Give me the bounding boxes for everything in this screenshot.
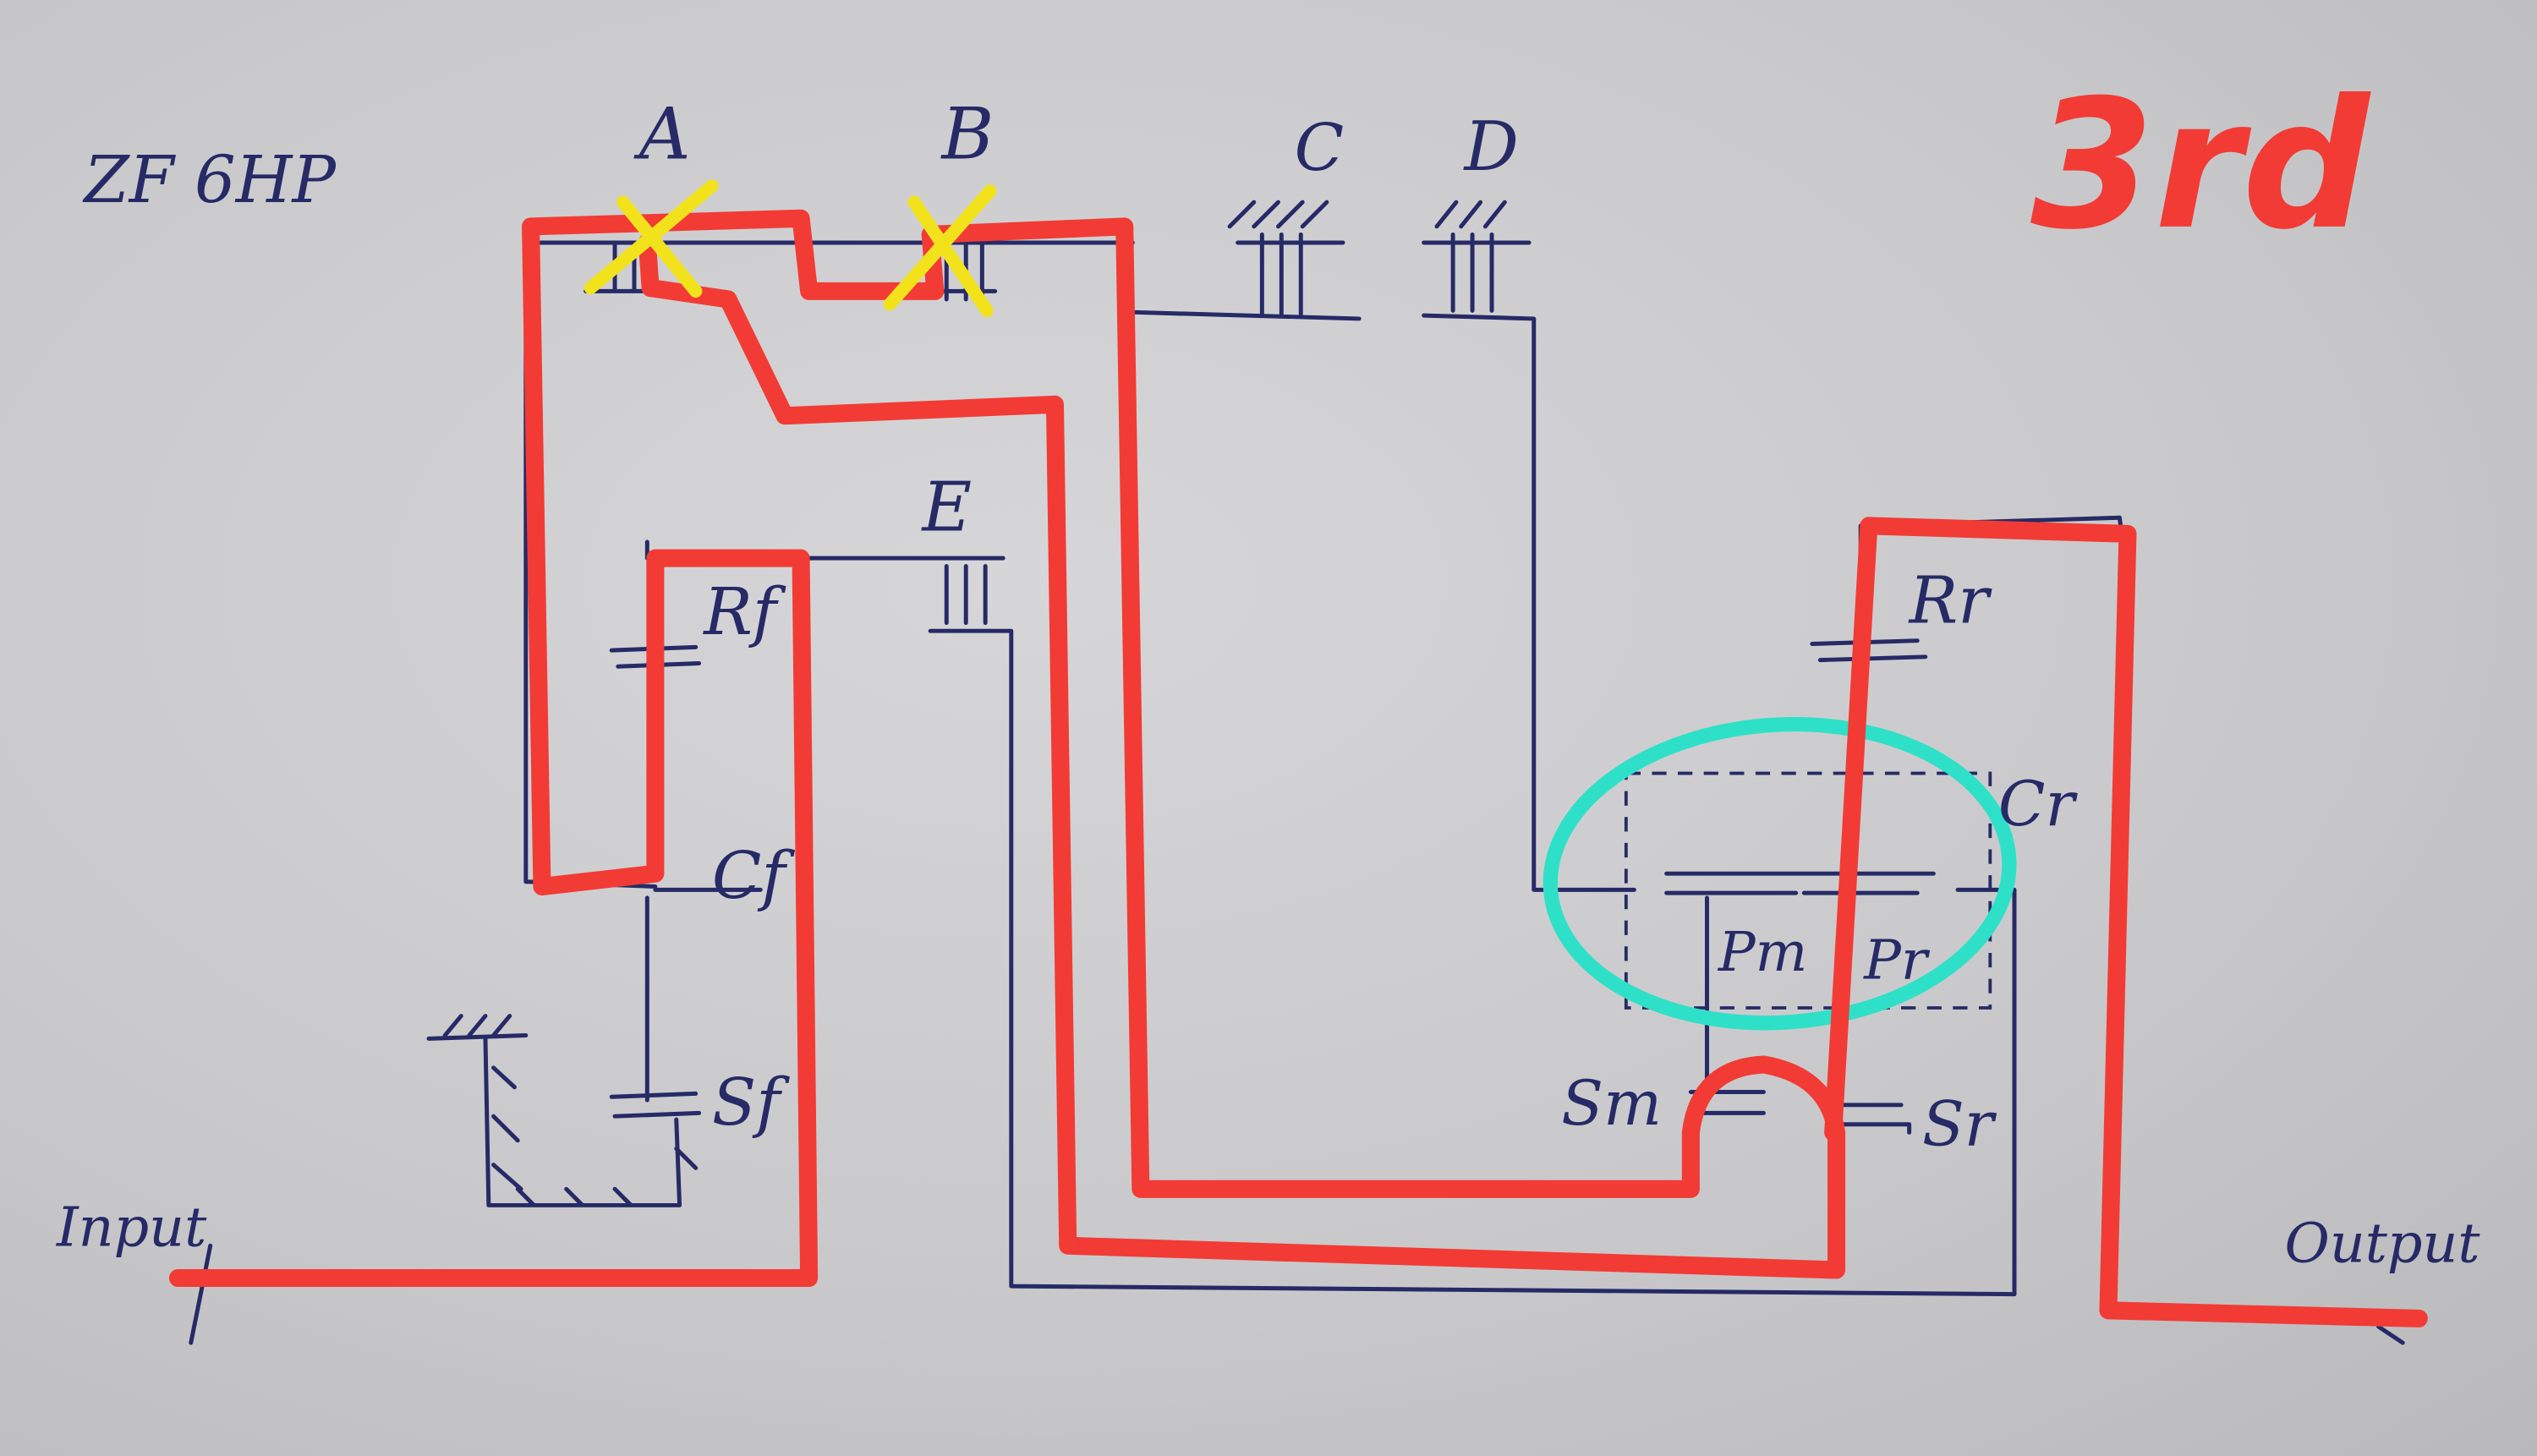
power-path-output (1824, 517, 2428, 1327)
clutch-b-engaged-mark (883, 184, 997, 318)
label-output: Output (2285, 1212, 2481, 1275)
ink-structure (175, 200, 2414, 1345)
label-front-sun: Sf (712, 1065, 790, 1141)
clutch-b (903, 240, 998, 302)
label-front-carrier: Cf (712, 839, 796, 914)
rear-set-highlight (1542, 716, 2017, 1031)
rear-suns (1688, 1090, 1912, 1135)
front-ring-frame (523, 240, 1135, 889)
rear-carrier-box (1624, 771, 1992, 1010)
front-carrier (644, 887, 763, 1103)
front-sun-gear (609, 1091, 702, 1119)
clutch-a-engaged-mark (584, 179, 719, 298)
label-clutch-a: A (633, 93, 691, 176)
rear-planets (1664, 871, 1936, 1090)
clutch-d-ground (1422, 200, 1636, 892)
label-rear-carrier: Cr (1998, 769, 2079, 840)
label-input: Input (56, 1196, 207, 1259)
gear-label: 3rd (2030, 62, 2371, 269)
label-planet-m: Pm (1718, 921, 1807, 984)
input-shaft (175, 1243, 812, 1345)
label-sun-m: Sm (1561, 1069, 1662, 1140)
label-clutch-b: B (940, 93, 995, 176)
label-clutch-c: C (1295, 111, 1345, 186)
diagram-title: ZF 6HP (82, 143, 337, 218)
label-planet-r: Pr (1863, 929, 1931, 993)
clutch-c-ground (1130, 200, 1362, 321)
ground-bracket (426, 1014, 699, 1207)
label-clutch-d: D (1463, 107, 1519, 186)
label-clutch-e: E (921, 468, 973, 547)
label-rear-ring: Rr (1908, 564, 1993, 639)
label-sun-r: Sr (1922, 1090, 1997, 1161)
label-front-ring: Rf (702, 575, 786, 650)
